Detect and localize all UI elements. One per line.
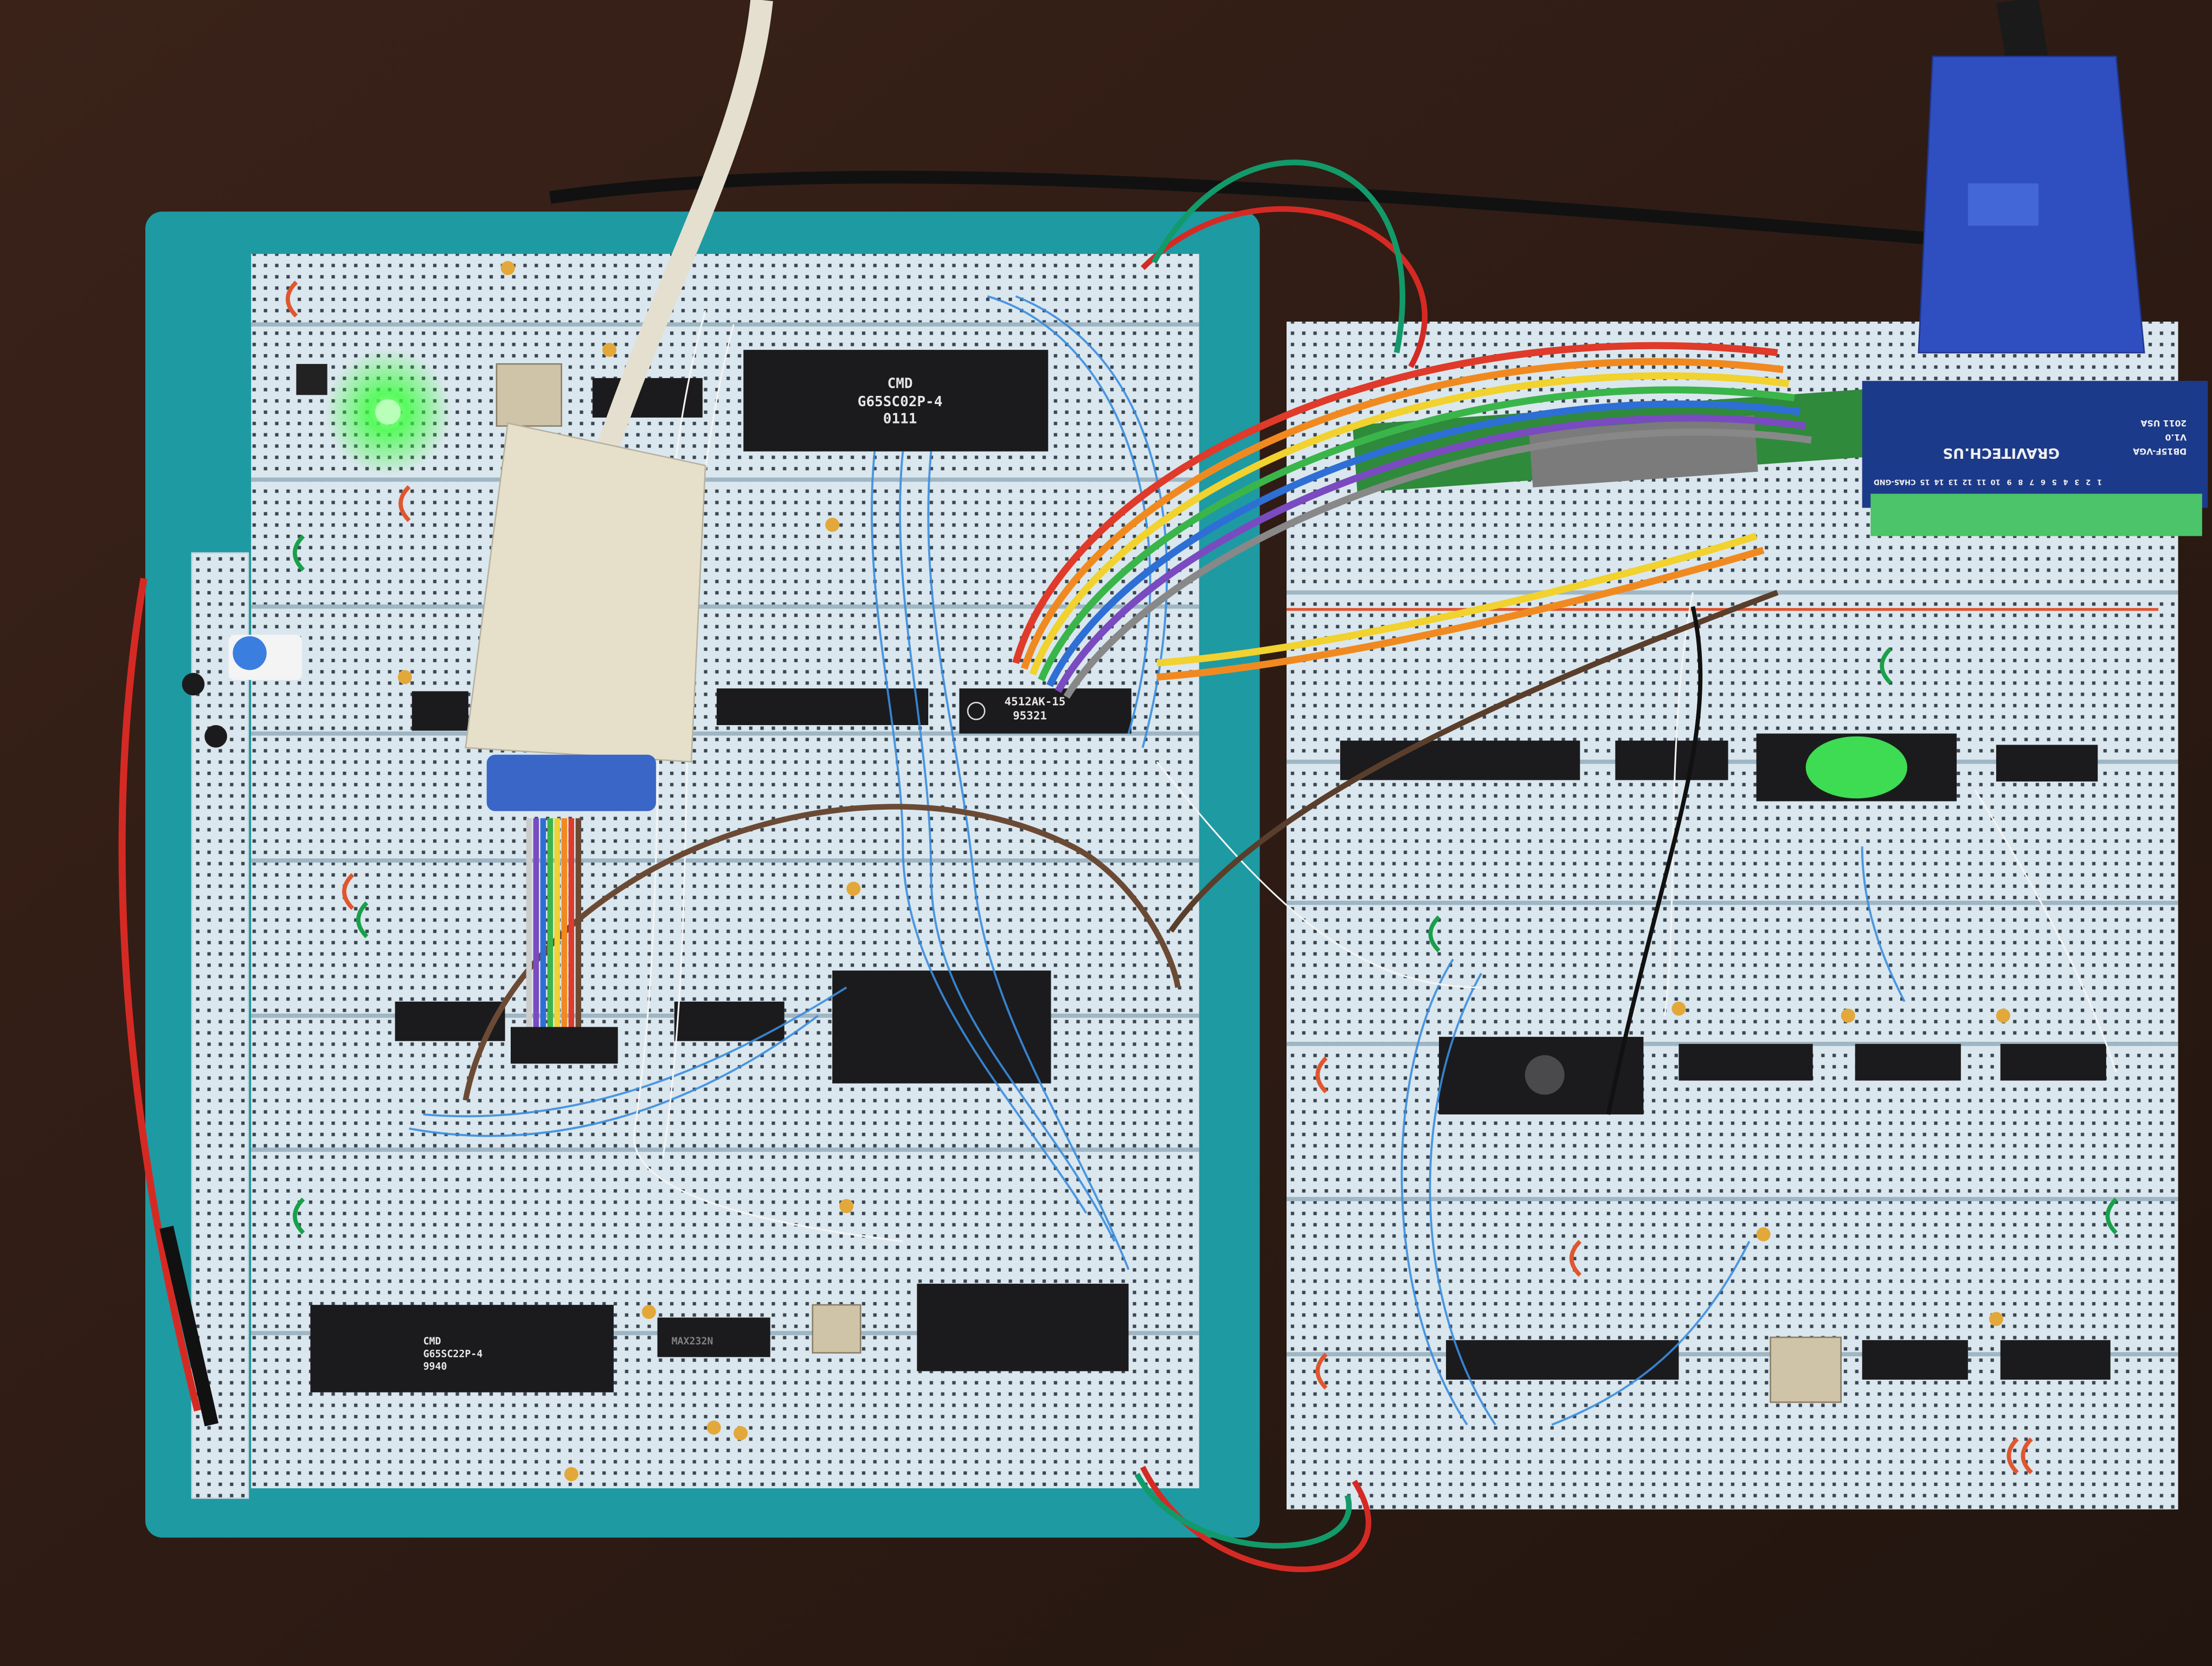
chip — [716, 688, 929, 726]
chip — [1996, 745, 2098, 782]
vga-pin-label: 8 — [2018, 477, 2023, 485]
chip — [1340, 740, 1580, 780]
reset-button-cap[interactable] — [233, 636, 267, 670]
chip — [411, 691, 468, 731]
vga-pin-label: 11 — [1977, 477, 1986, 485]
chip — [917, 1284, 1129, 1372]
max232-label: MAX232N — [672, 1336, 713, 1347]
power-cable — [549, 170, 1947, 246]
chip — [674, 1001, 785, 1041]
ribbon-cable — [1012, 342, 1812, 699]
chip-rom — [832, 970, 1051, 1084]
chip — [1615, 740, 1728, 780]
vga-pin-label: 6 — [2041, 477, 2046, 485]
vga-brand-label: GRAVITECH.US — [1943, 445, 2060, 461]
vga-pin-label: 2 — [2086, 477, 2091, 485]
chip-via: CMD G65SC22P-4 9940 — [310, 1305, 614, 1393]
electrolytic-capacitor — [182, 672, 205, 696]
chip-ram: 4512AK-15 95321 — [959, 688, 1131, 734]
jumper-staples — [286, 280, 2118, 1475]
vga-model-label: DB15F-VGA — [2133, 446, 2187, 456]
vga-connector — [1918, 55, 2145, 354]
vga-pin-label: 4 — [2063, 477, 2068, 485]
black-jumper-wire — [1606, 606, 1703, 1115]
vga-pin-label: 9 — [2007, 477, 2011, 485]
ram-label-1: 4512AK-15 — [1005, 695, 1066, 708]
chip — [2000, 1340, 2111, 1380]
via-label-2: G65SC22P-4 — [423, 1348, 483, 1360]
power-lead-black — [159, 1226, 218, 1427]
chip — [1862, 1340, 1968, 1380]
ram-label-2: 95321 — [1013, 709, 1047, 722]
cpu-label-3: 0111 — [883, 411, 917, 427]
cpu-label-2: G65SC02P-4 — [858, 394, 943, 410]
power-lead-red — [118, 578, 201, 1412]
power-jumper-green — [1134, 1472, 1352, 1549]
vga-pin-label: 7 — [2029, 477, 2034, 485]
via-label-3: 9940 — [423, 1361, 447, 1373]
db9-serial-connector — [465, 422, 706, 1064]
wire-bundle-blue — [409, 295, 1906, 1426]
vga-version-label: V1.0 — [2165, 432, 2187, 442]
eprom-window-sticker — [1805, 736, 1907, 799]
tactile-switch[interactable] — [296, 364, 327, 395]
chip — [1679, 1043, 1813, 1081]
vga-pin-label: 15 — [1920, 477, 1930, 485]
ceramic-capacitors — [397, 261, 2010, 1482]
chip-max232: MAX232N — [657, 1317, 770, 1357]
via-label-1: CMD — [423, 1336, 441, 1347]
brown-jumper-wire — [1168, 589, 1779, 933]
vga-pin-label: 1 — [2097, 477, 2102, 485]
serial-cable — [596, 0, 773, 455]
vga-pin-label: 3 — [2074, 477, 2079, 485]
power-led — [375, 399, 401, 425]
vga-pin-label: 10 — [1991, 477, 2001, 485]
chip — [1855, 1043, 1961, 1081]
power-jumper-red — [1140, 206, 1427, 368]
crystal-oscillator — [812, 1304, 861, 1354]
chip — [2000, 1043, 2106, 1081]
vga-breakout-board: GRAVITECH.US DB15F-VGA V1.0 2011 USA 1 2… — [1862, 381, 2208, 536]
crystal-oscillator — [496, 363, 562, 427]
eprom-window — [1525, 1055, 1565, 1095]
vga-year-label: 2011 USA — [2140, 418, 2187, 428]
vga-pin-label: 13 — [1949, 477, 1958, 485]
vga-pin-label: 14 — [1934, 477, 1944, 485]
power-jumper-green — [1151, 159, 1405, 354]
vga-pin-label: 5 — [2052, 477, 2057, 485]
crystal-oscillator — [1770, 1336, 1842, 1403]
vga-pin-label: CHAS-GND — [1874, 477, 1916, 485]
chip — [1446, 1340, 1679, 1380]
chip-cpu: CMD G65SC02P-4 0111 — [743, 350, 1049, 452]
cpu-label-1: CMD — [888, 375, 913, 392]
power-rail-left — [191, 552, 249, 1499]
electrolytic-capacitor — [204, 725, 227, 748]
vga-pin-label: 12 — [1963, 477, 1972, 485]
